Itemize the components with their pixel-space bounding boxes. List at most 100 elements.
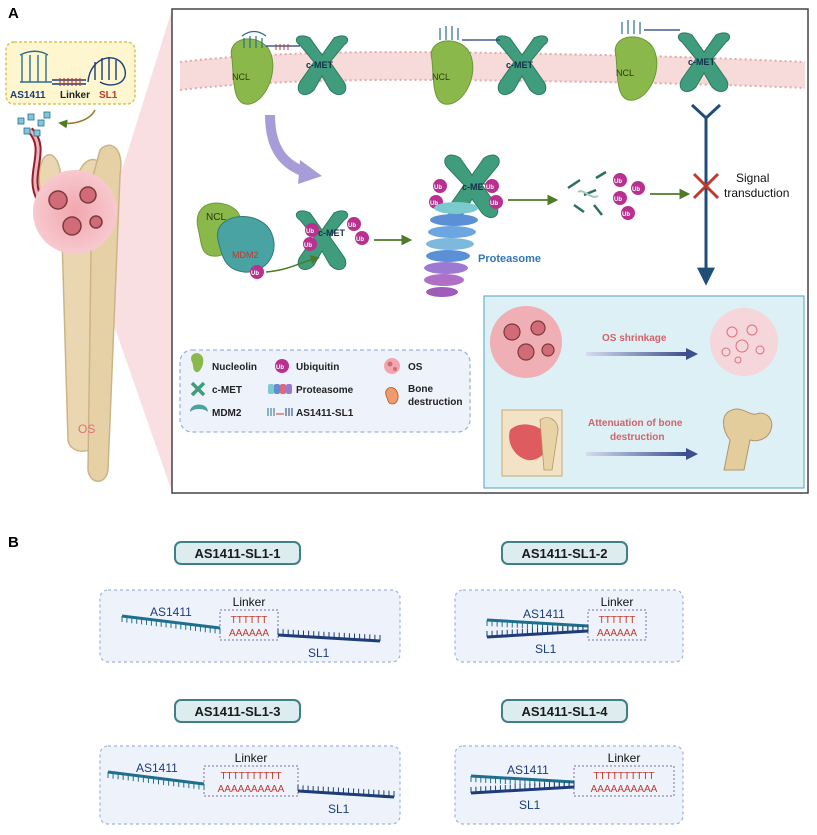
linker-frame <box>203 765 299 797</box>
receptor-group-3: NCL c-MET <box>614 20 731 101</box>
linker-top-seq: TTTTTT <box>599 615 636 626</box>
attenuation-label-1: Attenuation of bone <box>588 418 683 429</box>
proteasome-label: Proteasome <box>478 253 541 265</box>
cmet-label: c-MET <box>462 182 490 192</box>
os-tumor <box>33 170 117 254</box>
construct-title-box <box>174 541 301 565</box>
legend-proteasome: Proteasome <box>296 385 354 396</box>
legend-mdm2: MDM2 <box>212 408 242 419</box>
sl1-label: SL1 <box>519 798 541 812</box>
linker-top-seq: TTTTTTTTTT <box>593 771 654 782</box>
attenuation-label-2: destruction <box>610 432 664 443</box>
inset-sl1-label: SL1 <box>99 90 118 101</box>
os-label: OS <box>78 422 95 436</box>
panel-a-label: A <box>8 5 19 22</box>
cmet-receptor <box>295 35 349 95</box>
legend-box: Nucleolin c-MET MDM2 Ub Ubiquitin Protea… <box>179 349 471 433</box>
ncl-label: NCL <box>616 68 634 78</box>
legend-os: OS <box>408 362 423 373</box>
construct-title-box <box>174 699 301 723</box>
ncl-protein <box>614 36 658 101</box>
aptamer-label: AS1411 <box>150 605 192 619</box>
proteasome-illustration: c-MET Ub Ub Ub Ub Proteasome <box>424 154 541 297</box>
signal-label-1: Signal <box>736 171 769 185</box>
receptor-group-2: NCL c-MET <box>430 26 549 105</box>
construct-4: AS1411-SL1-4LinkerTTTTTTTTTTAAAAAAAAAAAS… <box>454 699 684 825</box>
linker-label: Linker <box>235 751 268 765</box>
shrinkage-label: OS shrinkage <box>602 333 667 344</box>
sl1-strand <box>297 789 395 799</box>
legend-ubiquitin: Ubiquitin <box>296 362 339 373</box>
cmet-label: c-MET <box>318 228 346 238</box>
svg-text:Ub: Ub <box>251 271 259 277</box>
legend-bone-1: Bone <box>408 384 433 395</box>
svg-text:Ub: Ub <box>430 201 438 207</box>
construct-box <box>99 589 401 663</box>
linker-label: Linker <box>233 595 266 609</box>
sl1-strand <box>470 785 575 795</box>
linker-bottom-seq: AAAAAA <box>229 628 269 639</box>
svg-text:Ub: Ub <box>306 229 314 235</box>
ncl-label: NCL <box>206 212 226 223</box>
legend-nucleolin: Nucleolin <box>212 362 257 373</box>
bone-tumor-illustration: OS <box>17 10 172 492</box>
sl1-label: SL1 <box>308 646 330 660</box>
inset-aptamer-label: AS1411 <box>10 90 46 101</box>
ncl-label: NCL <box>232 72 250 82</box>
sl1-label: SL1 <box>328 802 350 816</box>
linker-label: Linker <box>601 595 634 609</box>
svg-text:Ub: Ub <box>614 197 622 203</box>
panel-b-label: B <box>8 534 19 551</box>
mdm2-protein <box>217 216 275 273</box>
svg-text:Ub: Ub <box>490 201 498 207</box>
receptor-group-1: NCL c-MET <box>230 30 349 105</box>
linker-bottom-seq: AAAAAA <box>597 628 637 639</box>
construct-title: AS1411-SL1-2 <box>522 546 608 561</box>
cmet-label: c-MET <box>506 60 534 70</box>
aptamer-inset: AS1411 Linker SL1 <box>5 41 136 105</box>
construct-title: AS1411-SL1-3 <box>195 704 281 719</box>
ncl-protein <box>230 38 274 105</box>
linker-bottom-seq: AAAAAAAAAA <box>591 784 658 795</box>
svg-text:Ub: Ub <box>276 365 284 371</box>
block-x-icon <box>692 172 720 200</box>
aptamer-label: AS1411 <box>523 607 565 621</box>
inset-arrow <box>58 109 96 129</box>
legend-cmet: c-MET <box>212 385 242 396</box>
ubiquitination-complex: NCL MDM2 c-MET Ub Ub Ub Ub Ub <box>196 202 369 279</box>
svg-text:Ub: Ub <box>434 185 442 191</box>
construct-title: AS1411-SL1-1 <box>195 546 281 561</box>
aptamer-label: AS1411 <box>136 761 178 775</box>
linker-frame <box>219 609 279 641</box>
constructs-group: AS1411-SL1-1LinkerTTTTTTAAAAAAAS1411SL1A… <box>99 541 684 825</box>
aptamer-label: AS1411 <box>507 763 549 777</box>
sl1-label: SL1 <box>535 642 557 656</box>
construct-title-box <box>501 541 628 565</box>
outcome-box: OS shrinkage Attenuation of bone destruc… <box>483 295 805 489</box>
svg-text:Ub: Ub <box>356 237 364 243</box>
cmet-label: c-MET <box>688 57 716 67</box>
linker-top-seq: TTTTTT <box>231 615 268 626</box>
svg-text:Ub: Ub <box>348 223 356 229</box>
svg-text:Ub: Ub <box>304 243 312 249</box>
inset-linker-label: Linker <box>60 90 90 101</box>
svg-text:Ub: Ub <box>632 187 640 193</box>
legend-bone-2: destruction <box>408 397 462 408</box>
aptamer-strand <box>470 774 575 784</box>
cmet-receptor <box>495 35 549 95</box>
linker-bottom-seq: AAAAAAAAAA <box>218 784 285 795</box>
construct-title: AS1411-SL1-4 <box>522 704 609 719</box>
construct-box <box>99 745 401 825</box>
ncl-label: NCL <box>432 72 450 82</box>
mdm2-label: MDM2 <box>232 250 259 260</box>
signal-pathway: Signal transduction <box>690 103 789 286</box>
aptamer-strand <box>107 770 205 786</box>
cmet-label: c-MET <box>306 60 334 70</box>
svg-text:Ub: Ub <box>622 212 630 218</box>
degraded-fragments: Ub Ub Ub Ub <box>567 170 645 220</box>
legend-as1411-sl1: AS1411-SL1 <box>296 408 354 419</box>
linker-top-seq: TTTTTTTTTT <box>220 771 281 782</box>
